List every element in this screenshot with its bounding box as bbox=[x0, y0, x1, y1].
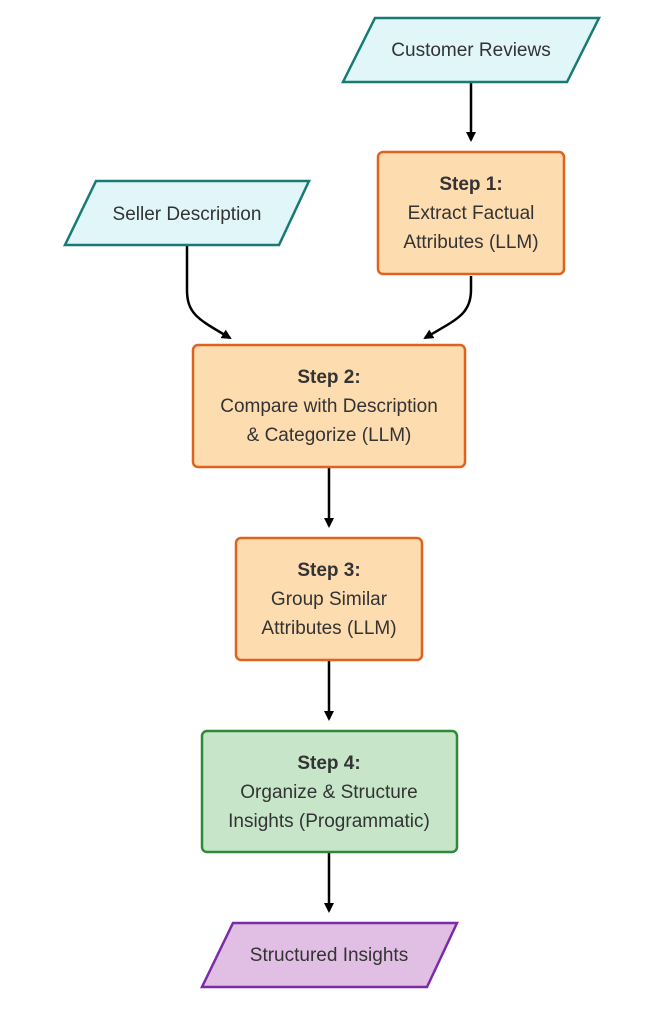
structured-insights-shape bbox=[200, 921, 459, 989]
structured-insights-label: Structured Insights bbox=[250, 945, 408, 966]
step-1-title: Step 1: bbox=[439, 174, 502, 195]
step-1-box: Step 1: Extract Factual Attributes (LLM) bbox=[376, 150, 566, 276]
step-1-shape bbox=[376, 150, 566, 276]
edge-step1-to-step2 bbox=[423, 276, 473, 340]
output-structured-insights: Structured Insights bbox=[200, 921, 459, 989]
seller-description-shape bbox=[63, 179, 311, 247]
step-3-line2: Attributes (LLM) bbox=[261, 618, 396, 639]
customer-reviews-shape bbox=[340, 16, 602, 84]
step-3-shape bbox=[234, 536, 424, 662]
step-2-box: Step 2: Compare with Description & Categ… bbox=[191, 343, 467, 469]
customer-reviews-label: Customer Reviews bbox=[391, 40, 550, 61]
step-3-box: Step 3: Group Similar Attributes (LLM) bbox=[234, 536, 424, 662]
step-1-line2: Attributes (LLM) bbox=[403, 232, 538, 253]
step-4-box: Step 4: Organize & Structure Insights (P… bbox=[200, 729, 459, 854]
step-4-title: Step 4: bbox=[297, 753, 360, 774]
step-3-line1: Group Similar bbox=[271, 589, 388, 610]
step-2-title: Step 2: bbox=[297, 367, 360, 388]
step-1-line1: Extract Factual bbox=[408, 203, 535, 224]
edges bbox=[185, 82, 476, 913]
input-seller-description: Seller Description bbox=[63, 179, 311, 247]
input-customer-reviews: Customer Reviews bbox=[340, 16, 602, 84]
step-2-shape bbox=[191, 343, 467, 469]
step-4-shape bbox=[200, 729, 459, 854]
seller-description-label: Seller Description bbox=[113, 204, 262, 225]
step-4-line2: Insights (Programmatic) bbox=[228, 811, 430, 832]
step-2-line2: & Categorize (LLM) bbox=[247, 425, 412, 446]
step-4-line1: Organize & Structure bbox=[240, 782, 417, 803]
step-3-title: Step 3: bbox=[297, 560, 360, 581]
edge-seller-description-to-step2 bbox=[185, 245, 232, 340]
step-2-line1: Compare with Description bbox=[220, 396, 438, 417]
